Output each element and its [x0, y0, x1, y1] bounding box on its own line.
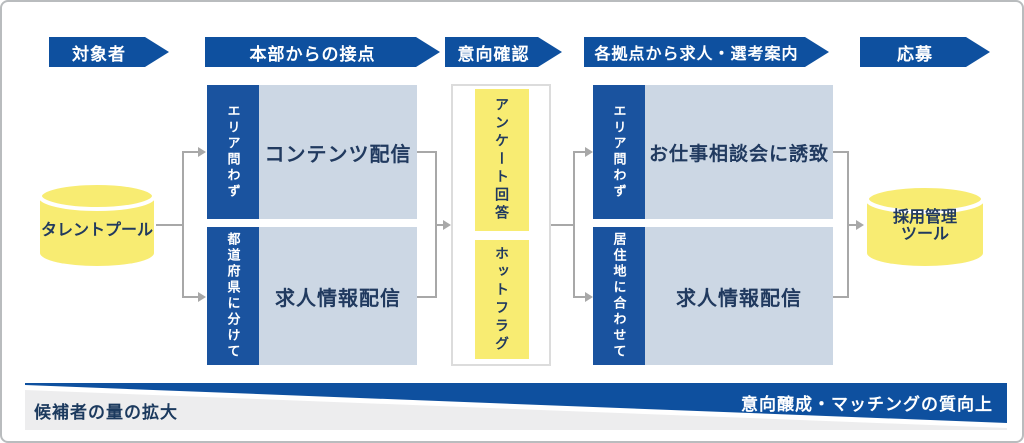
branch-box-tag: エリア問わず [593, 85, 645, 219]
branch-box-job-info: 居住地に合わせて 求人情報配信 [593, 227, 833, 365]
recruit-tool-cylinder [864, 184, 986, 275]
footer-right-label: 意向醸成・マッチングの質向上 [741, 395, 993, 414]
arrowhead-icon [856, 220, 864, 230]
step-label: 意向確認 [457, 44, 530, 64]
hq-box-tag: 都道府県に分けて [207, 227, 259, 365]
connector-line [182, 151, 199, 153]
arrowhead-icon [198, 147, 206, 157]
connector-line [435, 224, 444, 226]
intent-check-panel: アンケート回答 ホットフラグ [451, 84, 551, 366]
hq-box-tag: エリア問わず [207, 85, 259, 219]
step-arrow-branch-guidance: 各拠点から求人・選考案内 [584, 37, 829, 67]
step-label: 各拠点から求人・選考案内 [594, 46, 799, 63]
hq-box-label: 求人情報配信 [259, 227, 417, 365]
arrowhead-icon [443, 220, 451, 230]
connector-line [573, 296, 585, 298]
step-label: 応募 [897, 44, 933, 64]
branch-box-label: 求人情報配信 [645, 227, 833, 365]
arrowhead-icon [198, 292, 206, 302]
talent-pool-cylinder [37, 181, 157, 276]
connector-line [417, 151, 437, 153]
connector-line [182, 296, 199, 298]
cylinder-icon [865, 184, 985, 266]
step-arrow-apply: 応募 [860, 37, 990, 67]
branch-box-tag: 居住地に合わせて [593, 227, 645, 365]
step-arrow-hq-contact: 本部からの接点 [205, 37, 440, 67]
hq-box-job-info-delivery: 都道府県に分けて 求人情報配信 [207, 227, 417, 365]
intent-survey-box: アンケート回答 [475, 89, 529, 231]
step-label: 対象者 [72, 44, 126, 64]
recruit-tool-label: 採用管理 ツール [892, 209, 957, 243]
connector-line [847, 224, 857, 226]
connector-line [833, 296, 849, 298]
cylinder-icon [38, 181, 156, 266]
talent-pool-label: タレントプール [40, 222, 153, 239]
connector-line [182, 152, 184, 298]
footer-banner: 候補者の量の拡大 意向醸成・マッチングの質向上 [25, 383, 1007, 430]
arrowhead-icon [585, 292, 593, 302]
hq-box-content-delivery: エリア問わず コンテンツ配信 [207, 85, 417, 219]
arrowhead-icon [585, 147, 593, 157]
connector-line [156, 224, 183, 226]
connector-line [573, 151, 585, 153]
step-label: 本部からの接点 [249, 44, 376, 64]
branch-box-label: お仕事相談会に誘致 [645, 85, 833, 219]
connector-line [417, 296, 437, 298]
intent-hotflag-box: ホットフラグ [475, 240, 529, 359]
connector-line [551, 224, 575, 226]
branch-box-consultation: エリア問わず お仕事相談会に誘致 [593, 85, 833, 219]
step-arrow-intent-check: 意向確認 [445, 37, 562, 67]
hq-box-label: コンテンツ配信 [259, 85, 417, 219]
step-arrow-target: 対象者 [49, 37, 169, 67]
connector-line [573, 152, 575, 298]
footer-left-label: 候補者の量の拡大 [34, 403, 178, 422]
connector-line [833, 151, 849, 153]
